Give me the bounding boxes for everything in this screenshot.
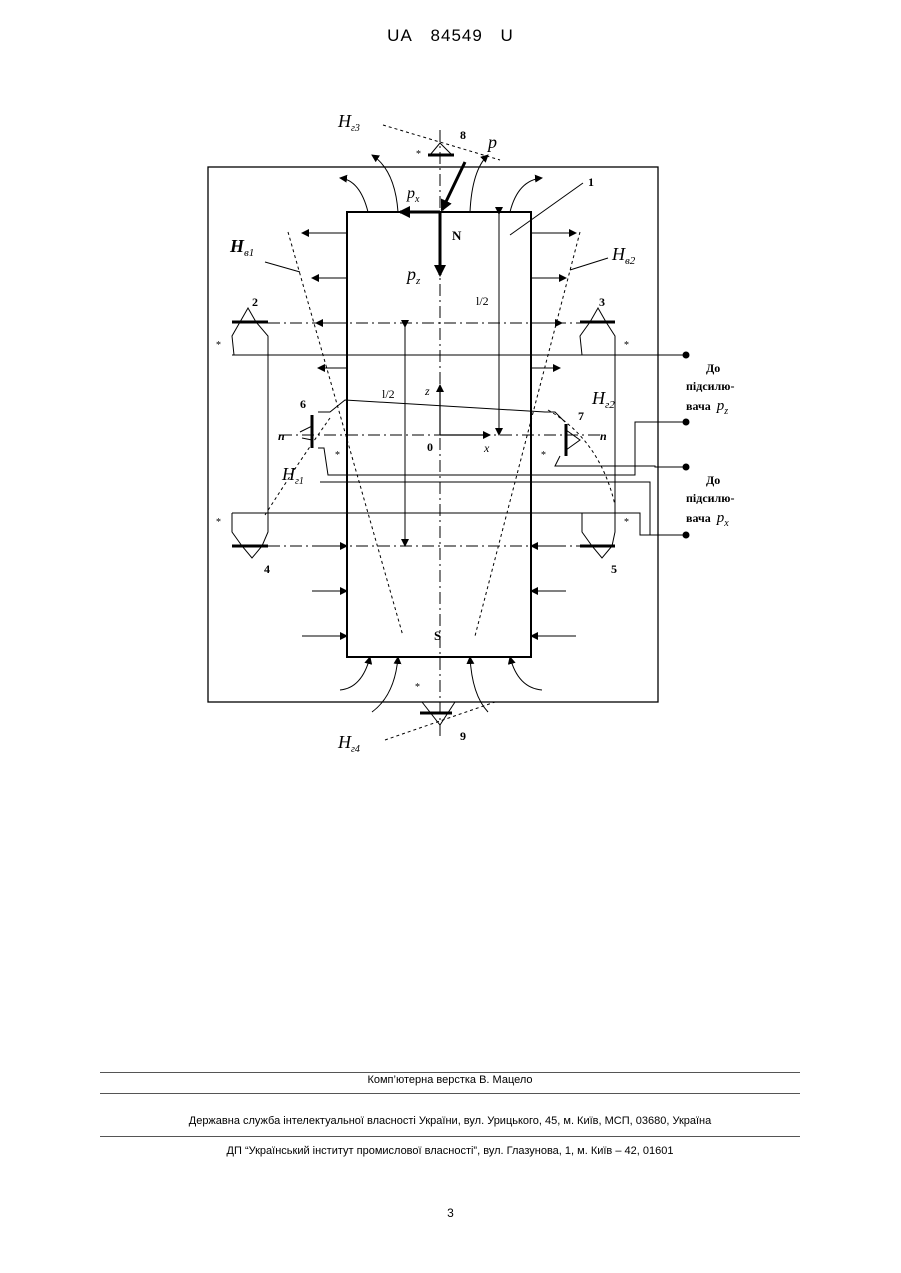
label-3: 3 (599, 295, 605, 309)
amp-px-line3: вачаpx (686, 510, 729, 529)
label-hg3: Hг3 (337, 111, 360, 134)
label-south: S (434, 628, 441, 643)
label-z: z (424, 384, 430, 398)
amplifier-pz-label: До підсилю- вачаpz (686, 361, 734, 417)
label-pz: pz (405, 264, 421, 287)
axis-labels: z x l/2 l/2 n n (278, 294, 607, 455)
label-hv1: Hв1 (229, 236, 254, 259)
amp-pz-line1: До (706, 361, 720, 375)
label-9: 9 (460, 729, 466, 743)
sensor-4 (232, 513, 685, 558)
star-marker: * (624, 340, 629, 351)
star-marker: * (624, 517, 629, 528)
label-7: 7 (578, 409, 584, 423)
sensor-5 (580, 513, 615, 558)
force-vectors (400, 162, 465, 275)
footer-rule-2 (100, 1093, 800, 1094)
label-l-half-right: l/2 (476, 294, 489, 308)
star-marker: * (416, 149, 421, 160)
footer-rule-3 (100, 1136, 800, 1137)
field-labels: Hг3 Hв1 Hв2 Hг2 Hг1 Hг4 (229, 111, 636, 755)
label-5: 5 (611, 562, 617, 576)
label-1: 1 (588, 175, 594, 189)
label-6: 6 (300, 397, 306, 411)
label-x: x (483, 441, 490, 455)
label-n-left: n (278, 429, 285, 443)
label-n-right: n (600, 429, 607, 443)
footer-institute: ДП “Український інститут промислової вла… (100, 1145, 800, 1157)
leader-line-1 (510, 183, 583, 235)
amp-px-line2: підсилю- (686, 491, 734, 505)
label-2: 2 (252, 295, 258, 309)
label-origin: 0 (427, 440, 433, 454)
label-north: N (452, 228, 462, 243)
star-marker: * (335, 450, 340, 461)
amplifier-px-label: До підсилю- вачаpx (686, 473, 734, 529)
label-hg1: Hг1 (281, 464, 304, 487)
amp-px-line1: До (706, 473, 720, 487)
amp-pz-line2: підсилю- (686, 379, 734, 393)
star-marker: * (216, 517, 221, 528)
footer-rule-1 (100, 1072, 800, 1073)
label-hg2: Hг2 (591, 388, 615, 411)
pole-markers: * * * * * * * * (216, 149, 629, 693)
leader-hv1 (265, 262, 300, 272)
label-p: p (486, 132, 497, 152)
footer-credit: Комп’ютерна верстка В. Мацело (100, 1074, 800, 1086)
label-l-half-left: l/2 (382, 387, 395, 401)
label-4: 4 (264, 562, 270, 576)
label-hv2: Hв2 (611, 244, 636, 267)
page-number: 3 (0, 1206, 901, 1220)
sensor-2 (232, 308, 685, 355)
sensor-9 (420, 702, 455, 725)
sensor-6 (300, 400, 685, 475)
star-marker: * (415, 682, 420, 693)
label-px: px (406, 185, 420, 205)
footer-agency: Державна служба інтелектуальної власност… (100, 1115, 800, 1127)
sensor-8 (428, 143, 454, 155)
star-marker: * (216, 340, 221, 351)
star-marker: * (541, 450, 546, 461)
label-hg4: Hг4 (337, 732, 360, 755)
label-8: 8 (460, 128, 466, 142)
dimension-arrows (405, 214, 499, 546)
amp-pz-line3: вачаpz (686, 398, 728, 417)
leader-hv2 (570, 258, 608, 270)
coordinate-axes (440, 385, 490, 435)
sensor-3 (580, 308, 685, 355)
sensor-7 (320, 424, 685, 535)
